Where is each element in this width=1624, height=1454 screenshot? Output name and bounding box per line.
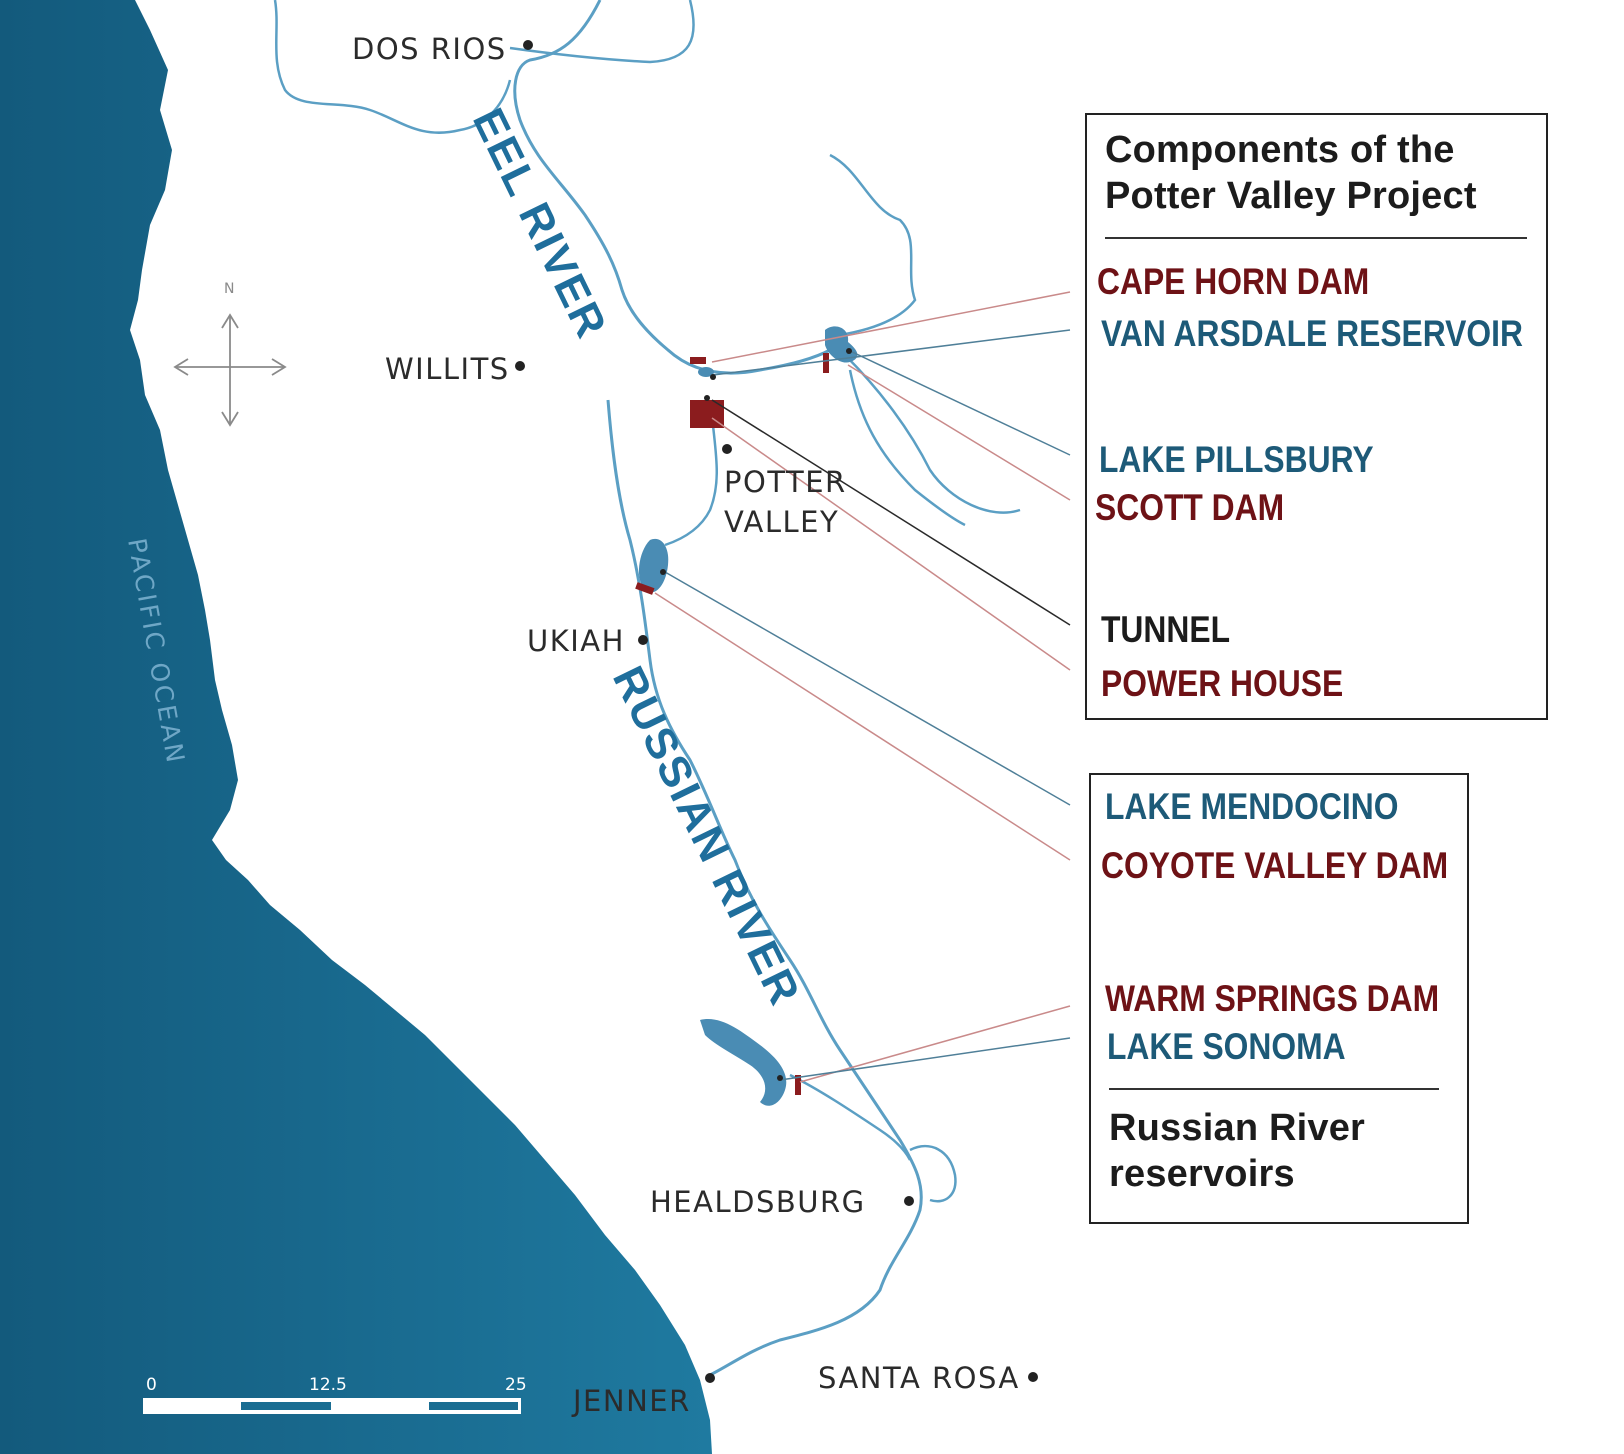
leader-lake-pillsbury: [847, 349, 1071, 456]
jenner-marker: [705, 1373, 715, 1383]
label-jenner: JENNER: [571, 1384, 691, 1418]
label-dos-rios: DOS RIOS: [352, 32, 507, 66]
label-willits: WILLITS: [385, 352, 510, 386]
mendocino-dot: [660, 569, 666, 575]
russian-river-rule: [1109, 1088, 1439, 1090]
legend-lake-mendocino[interactable]: LAKE MENDOCINO: [1105, 786, 1399, 827]
label-eel-river: EEL RIVER: [463, 101, 616, 347]
legend-cape-horn-dam[interactable]: CAPE HORN DAM: [1097, 261, 1370, 302]
legend-warm-springs-dam[interactable]: WARM SPRINGS DAM: [1105, 978, 1440, 1019]
warm-springs-dam-marker: [795, 1075, 801, 1095]
label-healdsburg: HEALDSBURG: [650, 1185, 866, 1219]
russian-river-footer-line2: reservoirs: [1109, 1153, 1295, 1195]
compass-north-label: N: [224, 281, 234, 297]
eel-fork-south: [848, 369, 966, 527]
coyote-valley-dam-marker: [635, 582, 655, 595]
label-ukiah: UKIAH: [527, 624, 625, 658]
russian-river-footer-line1: Russian River: [1109, 1107, 1366, 1149]
healdsburg-marker: [904, 1196, 914, 1206]
potter-valley-marker: [722, 444, 732, 454]
eel-tributary-ne: [829, 153, 917, 337]
potter-valley-legend: [1085, 113, 1548, 720]
leader-lake-mendocino: [664, 571, 1071, 806]
legend-van-arsdale-reservoir[interactable]: VAN ARSDALE RESERVOIR: [1101, 313, 1523, 354]
santa-rosa-marker: [1028, 1372, 1038, 1382]
scale-tick-25: 25: [505, 1375, 527, 1395]
lake-sonoma: [700, 1019, 787, 1106]
russian-river-legend: [1089, 773, 1469, 1224]
cape-horn-dam-marker: [690, 357, 706, 364]
label-valley: VALLEY: [724, 505, 839, 539]
van-arsdale-reservoir: [698, 367, 714, 377]
eel-tributary-north: [273, 0, 512, 134]
leader-cape-horn-dam: [711, 291, 1071, 363]
ukiah-marker: [638, 635, 648, 645]
dry-creek: [789, 1073, 912, 1161]
compass-rose: [173, 313, 287, 427]
leader-scott-dam: [847, 364, 1071, 501]
legend-scott-dam[interactable]: SCOTT DAM: [1095, 487, 1285, 528]
eel-tributary-east: [509, 0, 695, 64]
willits-marker: [515, 361, 525, 371]
leader-lake-sonoma: [779, 1037, 1071, 1081]
potter-valley-title-line2: Potter Valley Project: [1105, 175, 1477, 217]
label-russian-river: RUSSIAN RIVER: [603, 659, 810, 1014]
lake-mendocino: [638, 538, 669, 593]
legend-power-house[interactable]: POWER HOUSE: [1101, 663, 1344, 704]
label-potter: POTTER: [724, 465, 847, 499]
pillsbury-dot: [846, 348, 852, 354]
potter-valley-title-rule: [1105, 237, 1527, 239]
label-santa-rosa: SANTA ROSA: [818, 1361, 1020, 1395]
legend-tunnel[interactable]: TUNNEL: [1101, 609, 1231, 650]
leader-coyote-valley-dam: [654, 592, 1071, 861]
leader-power-house: [711, 417, 1071, 671]
tunnel-creek: [664, 414, 719, 547]
eel-river: [513, 0, 831, 375]
leader-van-arsdale: [712, 329, 1071, 376]
cape-horn-dot: [710, 374, 716, 380]
power-house-dot: [704, 395, 710, 401]
legend-coyote-valley-dam[interactable]: COYOTE VALLEY DAM: [1101, 845, 1449, 886]
pacific-ocean: [0, 0, 712, 1454]
dos-rios-marker: [523, 40, 533, 50]
legend-lake-sonoma[interactable]: LAKE SONOMA: [1107, 1026, 1346, 1067]
scott-dam-marker: [823, 353, 829, 373]
russian-river: [606, 399, 923, 1377]
russian-river-loop: [909, 1144, 957, 1203]
scale-bar: [143, 1398, 521, 1414]
scale-tick-12-5: 12.5: [309, 1375, 347, 1395]
potter-valley-title-line1: Components of the: [1105, 129, 1455, 171]
leader-tunnel: [711, 399, 1071, 626]
legend-lake-pillsbury[interactable]: LAKE PILLSBURY: [1099, 439, 1374, 480]
eel-fork-east: [844, 354, 1021, 514]
sonoma-dot: [777, 1075, 783, 1081]
leader-warm-springs-dam: [799, 1005, 1071, 1083]
scale-tick-0: 0: [146, 1375, 157, 1395]
